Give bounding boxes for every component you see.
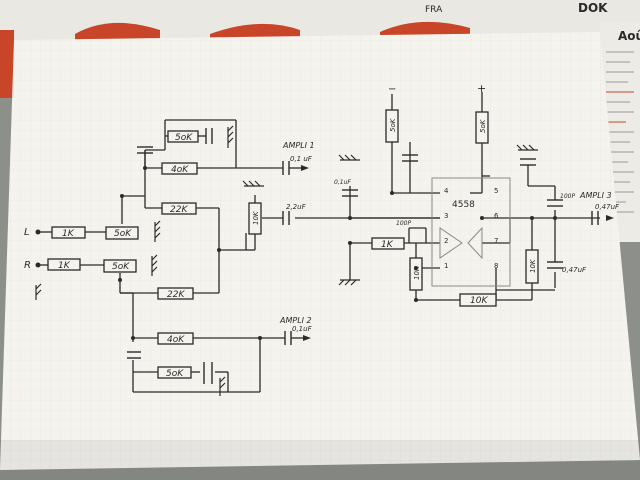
resistor-ground-10k: [409, 257, 423, 291]
resistor-bottom-50k: [157, 366, 192, 379]
label-pot-l: 5oK: [114, 229, 132, 239]
circuit-wires: [38, 92, 600, 393]
label-r-22k-a: 22K: [170, 205, 188, 215]
ic-pin-4: 4: [444, 187, 449, 195]
ic-4558-body: [431, 177, 511, 287]
resistor-input-left: [51, 226, 86, 239]
resistor-bottom-40k: [157, 332, 194, 345]
label-r-bot-40k: 4oK: [167, 335, 185, 345]
label-c-ampli3: 0,47uF: [595, 203, 620, 211]
ground-symbols: [35, 125, 538, 396]
resistor-feedback-1k: [371, 237, 405, 250]
potentiometer-center: [248, 202, 262, 235]
resistor-mid-22k-a: [161, 202, 197, 215]
magazine-header-text: DOK: [578, 1, 608, 15]
potentiometer-left: [105, 226, 139, 240]
resistor-output-10k: [525, 249, 539, 284]
label-c-100pf-right: 100P: [560, 193, 575, 200]
supply-minus-label: −: [388, 84, 396, 95]
label-c-out2: 0,47uF: [562, 266, 587, 274]
label-r-top-40k: 4oK: [171, 165, 189, 175]
label-ampli1: AMPLI 1: [282, 141, 315, 150]
input-label-right: R: [24, 260, 31, 271]
ic-pin-7: 7: [494, 237, 498, 245]
label-r-vplus: 5oK: [479, 118, 487, 133]
resistor-supply-minus: [385, 109, 399, 143]
label-r-in-l: 1K: [62, 229, 75, 239]
magazine-red-shape: [75, 22, 160, 40]
supply-plus-label: +: [477, 82, 486, 95]
label-r-vminus: 5oK: [389, 117, 397, 132]
opamp-b-symbol: [467, 226, 483, 260]
graph-paper-grid: [0, 32, 640, 470]
label-r-out-10k: 10K: [529, 258, 537, 273]
ic-pin-8: 8: [494, 262, 498, 270]
label-ampli3: AMPLI 3: [579, 191, 612, 200]
resistor-supply-plus: [475, 111, 489, 144]
label-c-decouple: 0,1uF: [334, 179, 351, 186]
output-arrows: [289, 165, 614, 341]
photo-shadow: [0, 440, 640, 480]
resistor-top-50k: [167, 130, 199, 143]
label-c-coupling: 2,2uF: [286, 203, 307, 211]
magazine-red-strip: [0, 30, 14, 98]
capacitors: [127, 128, 599, 384]
label-c-ampli1: 0,1 uF: [290, 155, 313, 163]
input-label-left: L: [24, 227, 30, 238]
label-r-top-50k: 5oK: [175, 133, 193, 143]
label-pot-r: 5oK: [112, 262, 130, 272]
opamp-a-symbol: [439, 227, 463, 259]
label-c-ampli2: 0,1uF: [292, 325, 313, 333]
label-r-22k-b: 22K: [167, 290, 185, 300]
label-r-fb-1k: 1K: [381, 240, 394, 250]
ic-pin-2: 2: [444, 237, 448, 245]
label-r-fb-10k: 10K: [470, 296, 488, 306]
resistor-top-40k: [161, 162, 198, 175]
stamp-text: FRA: [425, 5, 443, 15]
magazine-corner-text: Aoû: [618, 29, 640, 43]
junction-dots: [35, 166, 557, 340]
ic-pin-6: 6: [494, 212, 499, 220]
label-r-gnd-10k: 10K: [413, 265, 421, 280]
potentiometer-right: [103, 259, 137, 273]
ic-pin-1: 1: [444, 262, 448, 270]
label-r-bot-50k: 5oK: [166, 369, 184, 379]
resistor-feedback-10k: [459, 293, 497, 307]
ic-pin-3: 3: [444, 212, 448, 220]
label-c-100pf-left: 100P: [396, 220, 411, 227]
label-r-in-r: 1K: [58, 261, 71, 271]
label-ampli2: AMPLI 2: [279, 316, 312, 325]
ic-name-label: 4558: [452, 200, 475, 210]
resistor-input-right: [47, 258, 81, 271]
ic-pin-5: 5: [494, 187, 498, 195]
resistor-mid-22k-b: [157, 287, 194, 300]
label-center-pot: 10K: [252, 210, 260, 225]
magazine-red-shape: [210, 23, 300, 40]
